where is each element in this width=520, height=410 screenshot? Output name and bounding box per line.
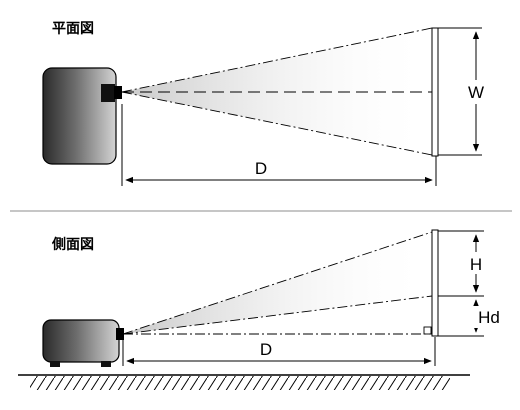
plan-width-label: W	[468, 83, 484, 102]
plan-distance-label: D	[255, 159, 267, 178]
plan-projector-lens-housing	[101, 84, 115, 102]
side-projector-foot-left	[50, 361, 60, 367]
plan-beam-top-edge	[121, 27, 433, 93]
side-distance-label: D	[260, 340, 272, 359]
side-projector-body	[42, 319, 120, 363]
plan-projector-body	[42, 67, 117, 165]
side-view: 側面図 H Hd D	[18, 229, 504, 390]
side-projector-lens	[116, 328, 124, 340]
side-beam-bottom-edge	[122, 295, 433, 335]
side-view-title: 側面図	[51, 236, 94, 252]
floor-hatching	[30, 376, 450, 390]
side-projector-foot-right	[101, 361, 111, 367]
plan-view: 平面図 W D	[42, 20, 487, 186]
plan-beam-cone	[122, 28, 432, 155]
right-angle-marker	[423, 326, 432, 335]
side-height-label: H	[470, 255, 482, 274]
plan-view-title: 平面図	[52, 20, 94, 36]
plan-projector-lens	[114, 86, 122, 99]
side-h-label-bg	[466, 252, 486, 274]
plan-w-label-bg	[465, 80, 487, 104]
side-projector	[42, 319, 124, 367]
side-screen	[431, 229, 439, 337]
plan-beam-bottom-edge	[121, 91, 433, 156]
plan-screen	[431, 27, 439, 157]
side-hd-label-bg	[466, 306, 504, 328]
side-beam-top-edge	[122, 231, 433, 335]
side-offset-label: Hd	[478, 308, 500, 327]
plan-projector	[42, 67, 122, 165]
